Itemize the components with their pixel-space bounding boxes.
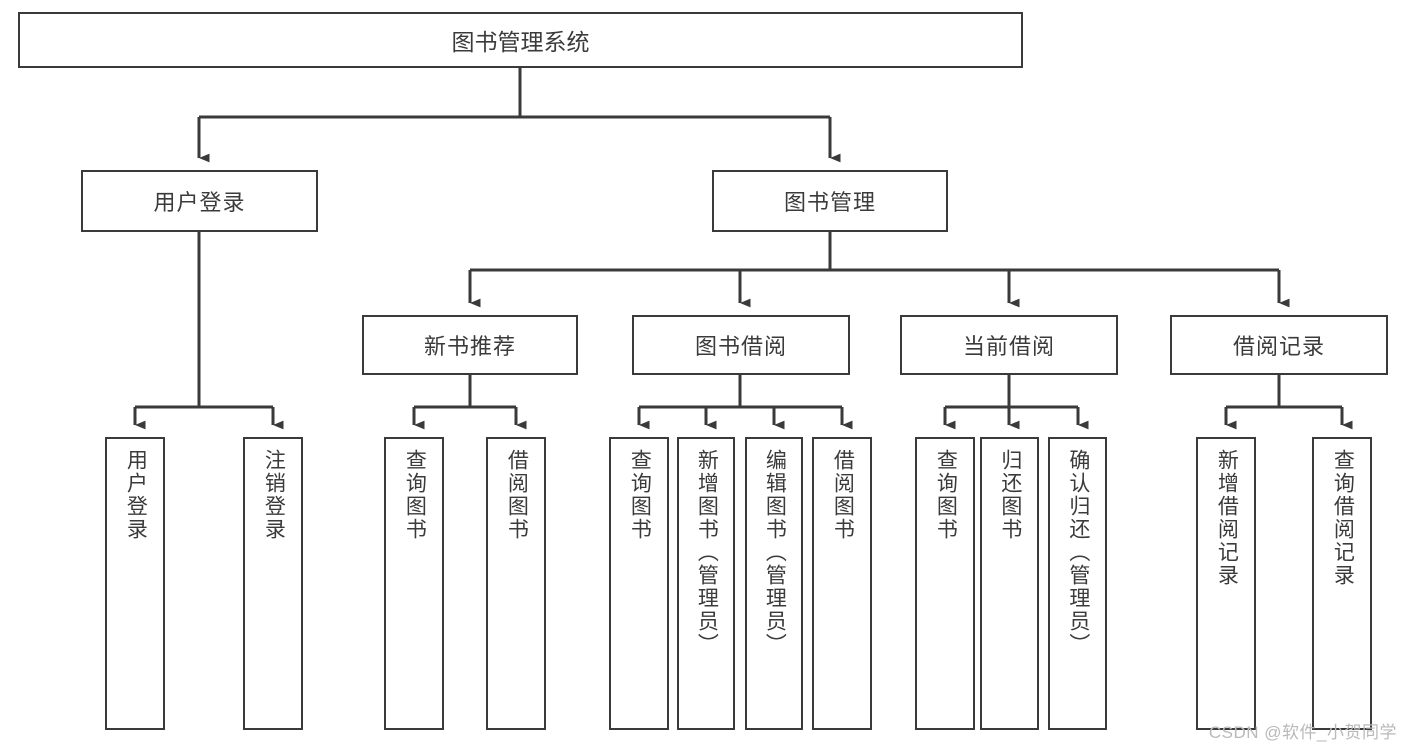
node-label: 查询图书 (403, 449, 427, 541)
node-label: 借阅图书 (831, 449, 855, 541)
node-leaf-query-book-current[interactable]: 查询图书 (915, 437, 975, 730)
node-new-book-recommendation[interactable]: 新书推荐 (362, 315, 578, 375)
node-label: 图书借阅 (694, 334, 787, 359)
node-leaf-add-book-admin[interactable]: 新增图书（管理员） (677, 437, 735, 730)
node-borrowing-record[interactable]: 借阅记录 (1170, 315, 1388, 375)
node-leaf-add-borrow-record[interactable]: 新增借阅记录 (1196, 437, 1256, 730)
node-label: 用户登录 (124, 449, 148, 541)
node-label: 当前借阅 (962, 334, 1055, 359)
node-label: 借阅记录 (1232, 334, 1325, 359)
node-leaf-edit-book-admin[interactable]: 编辑图书（管理员） (745, 437, 803, 730)
node-label: 用户登录 (153, 190, 246, 215)
node-label: 查询借阅记录 (1331, 449, 1355, 587)
node-label: 图书管理系统 (451, 29, 590, 55)
node-label: 归还图书 (998, 449, 1022, 541)
node-leaf-user-login[interactable]: 用户登录 (105, 437, 165, 730)
node-leaf-query-book-borrow[interactable]: 查询图书 (609, 437, 669, 730)
node-leaf-query-borrow-record[interactable]: 查询借阅记录 (1312, 437, 1372, 730)
node-book-management[interactable]: 图书管理 (712, 170, 948, 232)
node-user-login[interactable]: 用户登录 (81, 170, 318, 232)
node-leaf-user-logout[interactable]: 注销登录 (243, 437, 303, 730)
node-label: 查询图书 (628, 449, 652, 541)
node-label: 查询图书 (934, 449, 958, 541)
node-label: 新书推荐 (423, 334, 516, 359)
watermark: CSDN @软件_小贺同学 (1208, 723, 1397, 742)
node-label: 注销登录 (262, 449, 286, 541)
node-leaf-borrow-book-borrow[interactable]: 借阅图书 (812, 437, 872, 730)
node-root-book-management-system[interactable]: 图书管理系统 (18, 12, 1023, 68)
node-leaf-borrow-book-newbook[interactable]: 借阅图书 (486, 437, 546, 730)
node-leaf-query-book-newbook[interactable]: 查询图书 (384, 437, 444, 730)
node-leaf-return-book[interactable]: 归还图书 (980, 437, 1039, 730)
node-label: 新增借阅记录 (1215, 449, 1239, 587)
node-current-borrowing[interactable]: 当前借阅 (900, 315, 1118, 375)
node-leaf-confirm-return-admin[interactable]: 确认归还（管理员） (1048, 437, 1107, 730)
node-label: 新增图书（管理员） (695, 449, 719, 656)
node-label: 确认归还（管理员） (1066, 449, 1090, 656)
node-book-borrowing[interactable]: 图书借阅 (632, 315, 850, 375)
node-label: 图书管理 (783, 190, 876, 215)
node-label: 借阅图书 (505, 449, 529, 541)
node-label: 编辑图书（管理员） (763, 449, 787, 656)
